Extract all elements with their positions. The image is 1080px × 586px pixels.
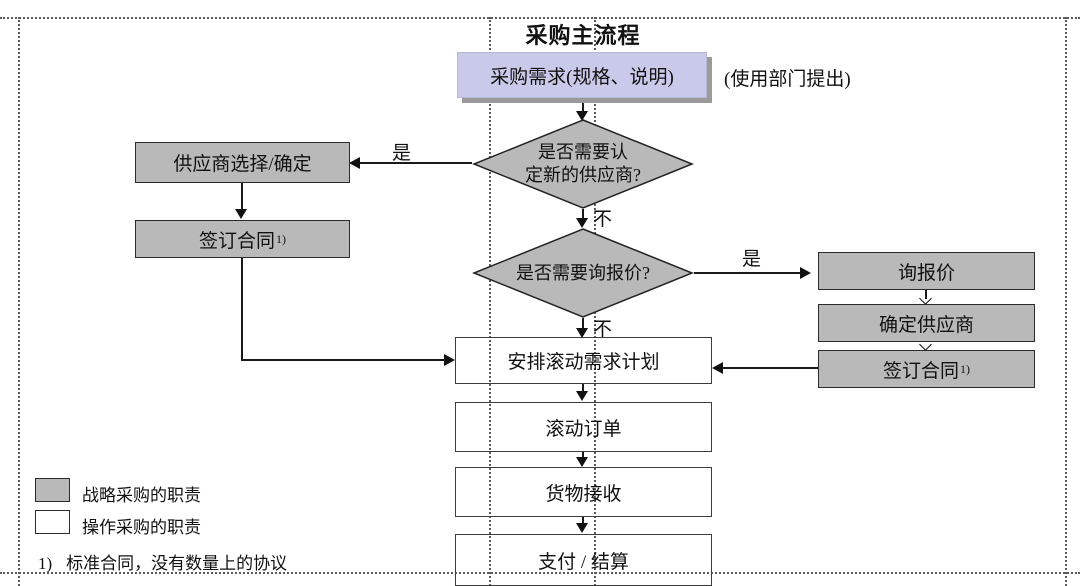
chevron-down-icon bbox=[919, 292, 932, 305]
arrowhead-down-icon bbox=[576, 523, 588, 533]
footnote: 1) 标准合同，没有数量上的协议 bbox=[38, 549, 287, 574]
node-payment: 支付 / 结算 bbox=[455, 534, 712, 586]
decision-rfq-line1: 是否需要询报价? bbox=[516, 262, 650, 283]
node-purchase-demand: 采购需求(规格、说明) bbox=[457, 52, 707, 98]
edge-label-no-1: 不 bbox=[593, 209, 613, 230]
arrowhead-down-icon bbox=[576, 218, 588, 228]
edge-select-to-contract bbox=[241, 183, 243, 210]
arrowhead-down-icon bbox=[576, 457, 588, 467]
edge-decision1-to-supplier-select bbox=[358, 162, 472, 164]
edge-decision2-to-plan bbox=[582, 318, 584, 329]
dotted-guide-right bbox=[1065, 17, 1067, 586]
page-title: 采购主流程 bbox=[525, 23, 641, 48]
node-rolling-order: 滚动订单 bbox=[455, 402, 712, 452]
decision-new-supplier-label: 是否需要认 定新的供应商? bbox=[472, 119, 694, 209]
arrowhead-left-icon bbox=[712, 362, 723, 374]
decision-new-supplier-line2: 定新的供应商? bbox=[525, 165, 641, 185]
edge-label-yes-1: 是 bbox=[392, 143, 412, 164]
arrowhead-left-icon bbox=[349, 157, 360, 169]
edge-order-to-receipt bbox=[582, 452, 584, 459]
node-rolling-order-label: 滚动订单 bbox=[545, 418, 622, 440]
arrowhead-down-icon bbox=[576, 328, 588, 338]
node-purchase-demand-label: 采购需求(规格、说明) bbox=[490, 66, 674, 88]
dotted-guide-mid-1 bbox=[489, 17, 491, 586]
node-sign-contract-right-label: 签订合同 bbox=[882, 360, 959, 382]
edge-contract-left-to-plan bbox=[241, 359, 446, 361]
edge-label-yes-2: 是 bbox=[742, 249, 762, 270]
decision-new-supplier-line1: 是否需要认 bbox=[538, 142, 628, 162]
node-rolling-plan-label: 安排滚动需求计划 bbox=[507, 352, 660, 373]
node-sign-contract-left-label: 签订合同 bbox=[198, 230, 275, 252]
arrowhead-down-icon bbox=[576, 391, 588, 401]
diamond-shape-icon bbox=[472, 228, 694, 318]
edge-plan-to-order bbox=[582, 384, 584, 392]
node-rfq: 询报价 bbox=[818, 252, 1035, 290]
dotted-guide-left bbox=[18, 17, 20, 586]
arrowhead-right-icon bbox=[444, 354, 455, 366]
node-confirm-supplier-label: 确定供应商 bbox=[878, 314, 974, 336]
node-goods-receipt: 货物接收 bbox=[455, 467, 712, 517]
node-rolling-plan: 安排滚动需求计划 bbox=[455, 337, 712, 384]
node-supplier-select-label: 供应商选择/确定 bbox=[173, 154, 312, 175]
edge-demand-to-decision1 bbox=[582, 100, 584, 112]
edge-decision2-to-rfq bbox=[694, 272, 802, 274]
decision-rfq: 是否需要询报价? bbox=[472, 228, 694, 318]
edge-receipt-to-payment bbox=[582, 517, 584, 524]
node-rfq-label: 询报价 bbox=[897, 262, 955, 284]
node-goods-receipt-label: 货物接收 bbox=[545, 483, 622, 505]
edge-contract-left-down bbox=[241, 258, 243, 360]
edge-rfq-to-confirm bbox=[925, 290, 927, 299]
diamond-shape-icon bbox=[472, 119, 694, 209]
footnote-text: 标准合同，没有数量上的协议 bbox=[66, 554, 288, 573]
legend-label-strategic: 战略采购的职责 bbox=[82, 486, 201, 505]
edge-contract-right-to-plan bbox=[723, 367, 818, 369]
footnote-marker: 1) bbox=[38, 554, 53, 573]
legend-swatch-operational bbox=[35, 510, 70, 534]
note-requesting-department: (使用部门提出) bbox=[724, 69, 851, 90]
dotted-guide-bottom bbox=[0, 572, 1080, 574]
edge-label-no-2: 不 bbox=[593, 319, 613, 340]
arrowhead-down-icon bbox=[235, 209, 247, 219]
legend-label-operational: 操作采购的职责 bbox=[82, 518, 201, 537]
decision-new-supplier: 是否需要认 定新的供应商? bbox=[472, 119, 694, 209]
node-supplier-select: 供应商选择/确定 bbox=[135, 142, 350, 183]
arrowhead-right-icon bbox=[800, 267, 811, 279]
legend-swatch-strategic bbox=[35, 478, 70, 502]
decision-rfq-label: 是否需要询报价? bbox=[472, 228, 694, 318]
dotted-guide-top bbox=[0, 17, 1080, 19]
edge-decision1-to-decision2 bbox=[582, 209, 584, 219]
arrowhead-down-icon bbox=[576, 111, 588, 121]
node-payment-label: 支付 / 结算 bbox=[538, 551, 629, 573]
node-confirm-supplier: 确定供应商 bbox=[818, 304, 1035, 342]
